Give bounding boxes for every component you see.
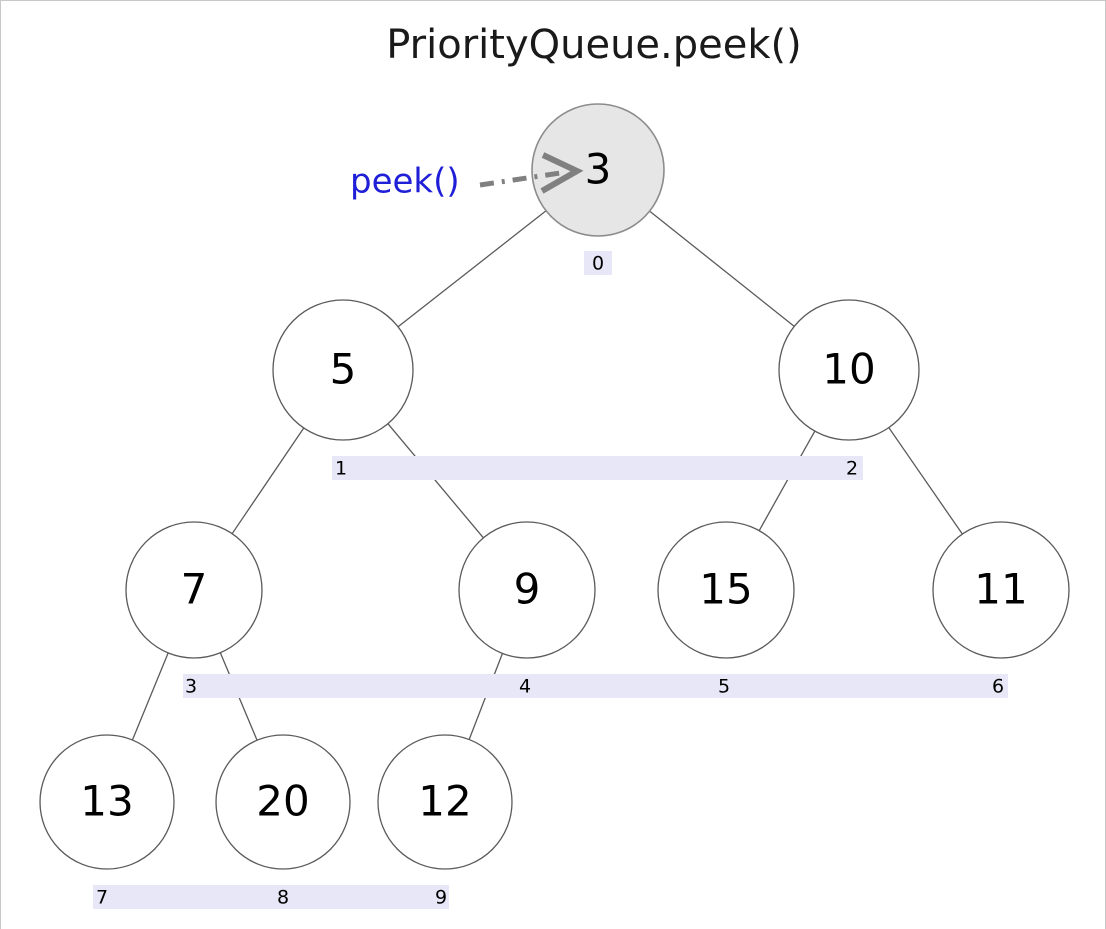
node-circle <box>39 734 175 870</box>
tree-node-3[interactable]: 3 <box>531 103 665 237</box>
node-index-label: 4 <box>519 676 531 698</box>
node-value-label: 12 <box>418 777 471 826</box>
tree-node-20[interactable]: 20 <box>215 734 351 870</box>
node-index-label: 9 <box>435 887 447 909</box>
tree-edge <box>387 423 484 539</box>
tree-edge <box>649 210 795 327</box>
page-title: PriorityQueue.peek() <box>386 22 801 68</box>
node-value-label: 10 <box>822 345 875 394</box>
node-circle <box>215 734 351 870</box>
node-value-label: 20 <box>256 777 309 826</box>
tree-edge <box>758 430 816 531</box>
index-band <box>183 674 1008 698</box>
node-circle <box>657 521 795 659</box>
node-circle <box>932 521 1070 659</box>
node-value-label: 7 <box>181 565 208 614</box>
node-index-label: 2 <box>846 458 858 480</box>
tree-edge <box>131 652 169 741</box>
tree-node-9[interactable]: 9 <box>458 521 596 659</box>
tree-node-10[interactable]: 10 <box>778 299 920 441</box>
node-index-label: 1 <box>335 458 347 480</box>
peek-callout-label: peek() <box>350 162 460 202</box>
index-band <box>332 456 863 480</box>
node-index-label: 7 <box>96 887 108 909</box>
node-index-label: 8 <box>277 887 289 909</box>
node-circle <box>272 299 414 441</box>
node-index-label: 6 <box>992 676 1004 698</box>
index-band <box>93 885 449 909</box>
node-circle-highlighted <box>531 103 665 237</box>
node-index-label: 3 <box>185 676 197 698</box>
node-value-label: 11 <box>974 565 1027 614</box>
index-band <box>584 251 612 275</box>
node-index-label: 0 <box>592 253 604 275</box>
tree-node-5[interactable]: 5 <box>272 299 414 441</box>
tree-node-13[interactable]: 13 <box>39 734 175 870</box>
node-index-label: 5 <box>718 676 730 698</box>
tree-node-11[interactable]: 11 <box>932 521 1070 659</box>
node-circle <box>377 734 513 870</box>
peek-arrow-line <box>479 169 568 188</box>
node-circle <box>125 521 263 659</box>
peek-callout: peek() <box>350 152 584 202</box>
node-value-label: 3 <box>585 145 612 194</box>
node-value-label: 15 <box>699 565 752 614</box>
tree-node-7[interactable]: 7 <box>125 521 263 659</box>
peek-arrowhead-icon <box>540 152 584 194</box>
tree-edge <box>397 210 547 328</box>
tree-node-15[interactable]: 15 <box>657 521 795 659</box>
node-value-label: 9 <box>514 565 541 614</box>
node-circle <box>458 521 596 659</box>
node-value-label: 5 <box>330 345 357 394</box>
tree-edge <box>888 427 963 535</box>
tree-node-12[interactable]: 12 <box>377 734 513 870</box>
node-value-label: 13 <box>80 777 133 826</box>
tree-edge <box>231 427 305 535</box>
node-circle <box>778 299 920 441</box>
